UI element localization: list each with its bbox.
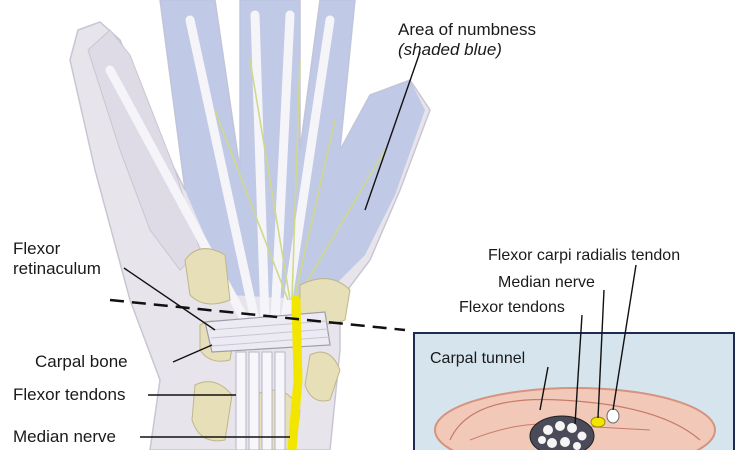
cross-section-line xyxy=(109,298,406,332)
label-carpal-tunnel: Carpal tunnel xyxy=(430,350,526,367)
label-flexor-retinaculum-1: Flexor xyxy=(13,239,61,258)
label-flexor-tendons-right: Flexor tendons xyxy=(459,299,565,316)
label-shaded-blue: (shaded blue) xyxy=(398,40,502,59)
label-carpal-bone: Carpal bone xyxy=(35,352,128,371)
label-median-nerve-right: Median nerve xyxy=(498,274,595,291)
leader-lines xyxy=(123,51,637,438)
label-flexor-tendons-left: Flexor tendons xyxy=(13,385,126,404)
label-median-nerve-left: Median nerve xyxy=(13,427,117,446)
label-flexor-carpi-radialis-tendon: Flexor carpi radialis tendon xyxy=(488,247,681,264)
numbness-area xyxy=(160,0,425,300)
wrist-tendons xyxy=(235,351,286,450)
nerve-branches xyxy=(214,59,386,301)
label-flexor-retinaculum-2: retinaculum xyxy=(13,259,101,278)
label-area-of-numbness: Area of numbness xyxy=(398,20,536,39)
median-nerve xyxy=(287,295,303,450)
